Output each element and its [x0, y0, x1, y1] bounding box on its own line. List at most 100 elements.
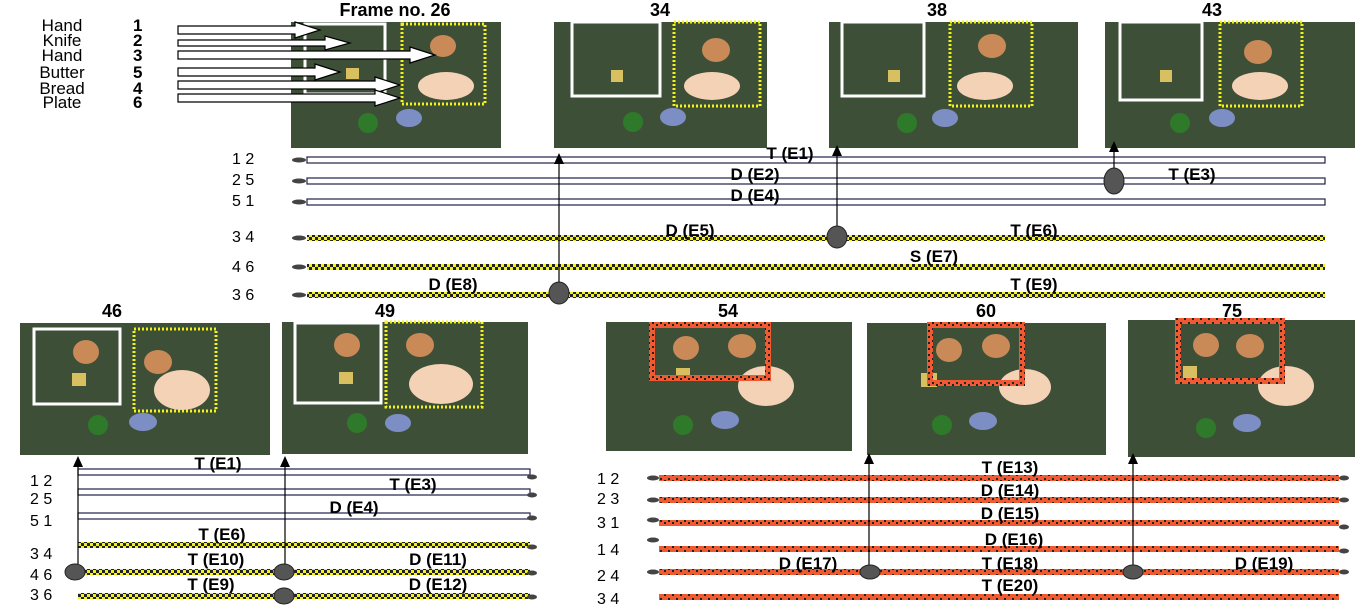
- legend-num-4: 5: [133, 63, 142, 82]
- event-label: D (E15): [981, 504, 1040, 523]
- event-label: T (E1): [766, 144, 813, 163]
- pair-label: 5 1: [30, 513, 52, 530]
- blue-bowl: [1209, 109, 1235, 127]
- track-end-cap: [1339, 548, 1349, 554]
- event-label: D (E19): [1235, 554, 1294, 573]
- event-label: D (E11): [409, 550, 467, 569]
- legend-arrow-1: [177, 21, 322, 39]
- event-node: [826, 225, 848, 249]
- blue-bowl: [932, 109, 958, 127]
- track-line: [307, 292, 1325, 298]
- track-start-cap: [647, 569, 659, 575]
- green-object: [88, 415, 108, 435]
- track-end-cap: [1339, 497, 1349, 503]
- plate: [1232, 72, 1288, 100]
- pair-label: 3 6: [30, 587, 52, 604]
- event-label: T (E6): [198, 525, 245, 544]
- pair-label: 3 4: [30, 546, 52, 563]
- track-end-cap: [1339, 524, 1349, 530]
- pair-label: 3 4: [232, 229, 254, 246]
- track-row-4-6: [292, 264, 1325, 270]
- video-frame-60: [867, 322, 1106, 455]
- track-start-cap: [647, 517, 659, 523]
- event-node: [859, 564, 881, 580]
- track-line: [77, 488, 531, 496]
- track-line: [77, 512, 531, 520]
- video-frame-46: [20, 323, 270, 455]
- legend-name-6: Plate: [43, 93, 82, 112]
- green-object: [932, 415, 952, 435]
- legend-num-1: 1: [133, 16, 142, 35]
- track-end-cap: [527, 474, 537, 480]
- event-label: D (E2): [730, 165, 779, 184]
- pair-label: 5 1: [232, 193, 254, 210]
- green-object: [897, 113, 917, 133]
- hand: [982, 334, 1010, 358]
- track-line: [659, 475, 1339, 481]
- track-start-cap: [647, 475, 659, 481]
- track-start-cap: [647, 497, 659, 503]
- pair-label: 2 4: [597, 568, 619, 585]
- event-arrow-head: [280, 456, 290, 467]
- bottom-left-frames: 46 49: [20, 301, 528, 455]
- track-line: [307, 264, 1325, 270]
- video-frame-34: [554, 20, 767, 148]
- yellow-tracking-box: [400, 22, 487, 106]
- legend-arrow-4: [177, 63, 342, 81]
- hand: [1244, 40, 1272, 64]
- frame-label-49: 49: [375, 301, 395, 321]
- white-tracking-box: [840, 20, 926, 98]
- hand: [728, 334, 756, 358]
- track-end-cap: [527, 570, 537, 576]
- plate: [409, 364, 473, 404]
- event-node: [273, 563, 295, 581]
- bottom-right-timeline: 1 2 2 3 3 1 1 4 2 4 3 4 T (E13) D (E14) …: [597, 453, 1349, 608]
- track-line: [77, 468, 531, 476]
- video-frame-38: [829, 20, 1078, 148]
- green-object: [623, 112, 643, 132]
- event-label: D (E4): [329, 498, 378, 517]
- scene-background: [606, 322, 852, 451]
- hand: [430, 35, 456, 57]
- white-tracking-box: [293, 321, 383, 405]
- track-start-cap: [647, 537, 659, 543]
- event-node: [273, 587, 295, 605]
- video-frame-49: [282, 320, 528, 454]
- scene-background: [829, 22, 1078, 148]
- hand: [673, 336, 699, 360]
- track-end-cap: [527, 515, 537, 521]
- yellow-tracking-box: [384, 320, 484, 409]
- hand: [144, 350, 172, 374]
- pair-label: 1 2: [30, 473, 52, 490]
- track-row-3-4: [292, 235, 1325, 241]
- yellow-tracking-box: [948, 20, 1034, 108]
- legend-name-4: Butter: [39, 63, 85, 82]
- pair-label: 3 6: [232, 287, 254, 304]
- pair-label: 1 2: [597, 471, 619, 488]
- video-frame-54: [606, 322, 852, 451]
- legend-num-3: 3: [133, 46, 142, 65]
- frame-label-26: Frame no. 26: [339, 0, 450, 20]
- event-label: D (E12): [409, 575, 468, 594]
- track-line: [306, 177, 1326, 185]
- event-label: T (E6): [1010, 221, 1057, 240]
- scene-background: [282, 322, 528, 454]
- red-tracking-box: [927, 322, 1025, 386]
- track-end-cap: [527, 594, 537, 600]
- bread: [339, 372, 353, 384]
- green-object: [1196, 418, 1216, 438]
- white-tracking-box: [570, 20, 662, 98]
- scene-background: [20, 323, 270, 455]
- track-line: [307, 235, 1325, 241]
- event-label: D (E8): [428, 275, 477, 294]
- legend-num-6: 6: [133, 93, 142, 112]
- track-line: [659, 520, 1339, 526]
- red-tracking-box: [1175, 318, 1285, 384]
- frame-label-46: 46: [102, 301, 122, 321]
- frame-label-43: 43: [1202, 0, 1222, 20]
- event-label: T (E3): [1168, 165, 1215, 184]
- track-start-cap: [292, 157, 306, 163]
- plate: [999, 369, 1051, 405]
- video-frame-75: [1128, 318, 1355, 457]
- event-label: S (E7): [910, 247, 958, 266]
